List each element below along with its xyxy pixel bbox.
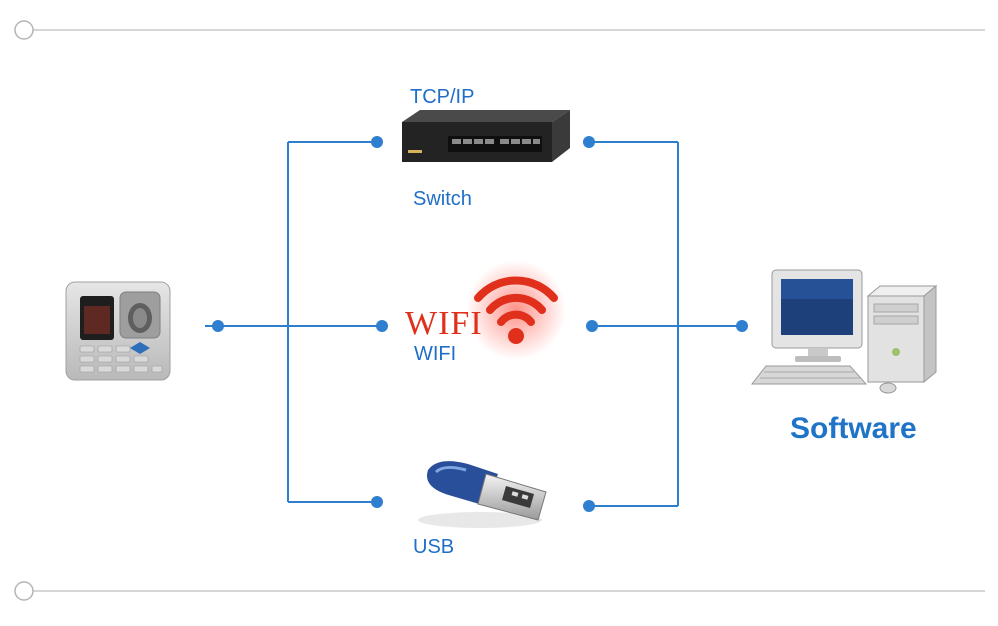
connection-nodes bbox=[212, 136, 748, 512]
wifi-logo-text: WIFI bbox=[405, 305, 483, 342]
usb-cable-icon bbox=[418, 461, 547, 528]
network-switch-icon bbox=[402, 110, 570, 162]
wifi-label: WIFI bbox=[414, 343, 457, 365]
node bbox=[736, 320, 748, 332]
tcpip-label: TCP/IP bbox=[410, 86, 475, 108]
node bbox=[586, 320, 598, 332]
node bbox=[376, 320, 388, 332]
software-label: Software bbox=[790, 412, 917, 445]
node bbox=[583, 136, 595, 148]
node bbox=[371, 136, 383, 148]
bottom-frame-line bbox=[14, 581, 985, 601]
node bbox=[371, 496, 383, 508]
desktop-computer-icon bbox=[750, 269, 938, 394]
connection-lines bbox=[205, 141, 742, 507]
switch-label: Switch bbox=[413, 188, 472, 210]
fingerprint-terminal-icon bbox=[65, 281, 171, 381]
top-frame-line bbox=[14, 20, 985, 40]
usb-label: USB bbox=[413, 536, 455, 558]
node bbox=[212, 320, 224, 332]
node bbox=[583, 500, 595, 512]
wifi-signal-icon bbox=[466, 260, 566, 360]
